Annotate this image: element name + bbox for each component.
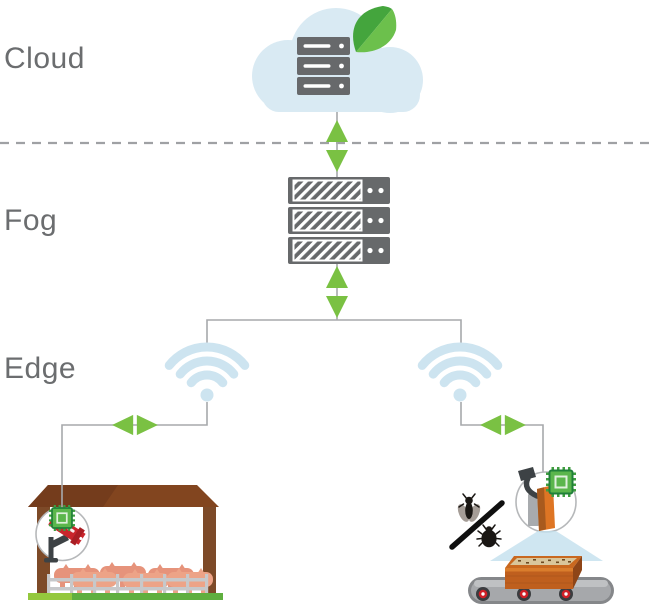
layer-label-fog: Fog: [4, 204, 58, 237]
layer-label-edge: Edge: [4, 352, 77, 385]
wifi-barn-link: [61, 402, 208, 512]
scanner-light-cone-icon: [490, 531, 603, 561]
sensor-body-shade: [537, 487, 546, 531]
sensor-arm: [523, 475, 540, 499]
barn-post-right: [203, 507, 216, 593]
grain-speckles: [518, 559, 571, 564]
barn-roof-shade: [28, 485, 118, 507]
layer-label-cloud: Cloud: [4, 42, 85, 75]
cloud-fog-link: [326, 112, 348, 177]
edge-distribution-line: [206, 319, 462, 347]
sensor-nozzle: [518, 467, 536, 481]
sensor-plate: [528, 494, 539, 526]
optical-sensor-badge: [515, 467, 577, 533]
barn-ground: [28, 593, 223, 600]
conveyor-rollers: [476, 587, 573, 601]
wifi-sensor-link: [460, 402, 544, 478]
grain-box-icon: [505, 556, 582, 589]
ai-chip-icon-right: [546, 467, 576, 497]
beetle-icon: [476, 524, 502, 548]
pen-fence: [47, 574, 209, 596]
smart-camera-badge: [35, 505, 90, 563]
cloud-icon: [252, 6, 423, 113]
wifi-right-icon: [422, 347, 498, 402]
fog-edge-link: [326, 264, 348, 320]
cloud-server-rack-icon: [297, 37, 350, 95]
wifi-left-icon: [169, 347, 245, 402]
prohibition-slash: [449, 500, 505, 550]
ai-chip-icon-left: [49, 505, 75, 531]
camera-mount: [44, 534, 69, 563]
leaf-icon: [353, 6, 397, 53]
fog-server-stack-icon: [288, 177, 390, 264]
no-insects-icon: [449, 493, 505, 550]
fly-icon: [457, 493, 481, 522]
